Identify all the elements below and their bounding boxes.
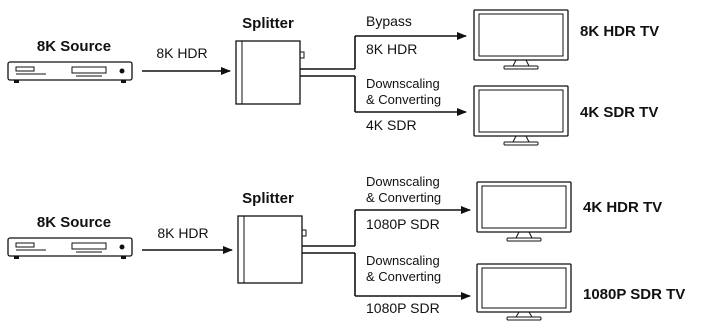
output-mode-line: & Converting [366,92,441,107]
output-mode-line: Downscaling [366,174,440,189]
source-player-icon [7,237,133,259]
diagram-top: 8K Source 8K HDR Splitter Bypass 8K H [7,9,659,146]
output-signal-label: 1080P SDR [366,300,440,316]
output-mode-line: Downscaling [366,253,440,268]
diagram-bottom: 8K Source 8K HDR Splitter Downscaling & … [7,174,685,321]
tv-label: 8K HDR TV [580,23,659,40]
output-mode-line: & Converting [366,190,441,205]
input-signal-label: 8K HDR [157,225,208,241]
output-mode-line: & Converting [366,269,441,284]
output-signal-label: 1080P SDR [366,216,440,232]
output-signal-label: 4K SDR [366,117,417,133]
splitter-box-icon [237,215,307,284]
tv-icon [473,85,569,146]
source-label: 8K Source [37,38,111,55]
splitter-box-icon [235,40,305,105]
tv-icon [473,9,569,70]
source-label: 8K Source [37,214,111,231]
tv-label: 1080P SDR TV [583,286,685,303]
tv-label: 4K HDR TV [583,199,662,216]
output-signal-label: 8K HDR [366,41,417,57]
tv-icon [476,263,572,321]
splitter-label: Splitter [242,15,294,32]
output-mode-line: Bypass [366,13,412,29]
tv-icon [476,181,572,242]
tv-label: 4K SDR TV [580,104,658,121]
splitter-label: Splitter [242,190,294,207]
source-player-icon [7,61,133,83]
input-signal-label: 8K HDR [156,45,207,61]
output-mode-line: Downscaling [366,76,440,91]
